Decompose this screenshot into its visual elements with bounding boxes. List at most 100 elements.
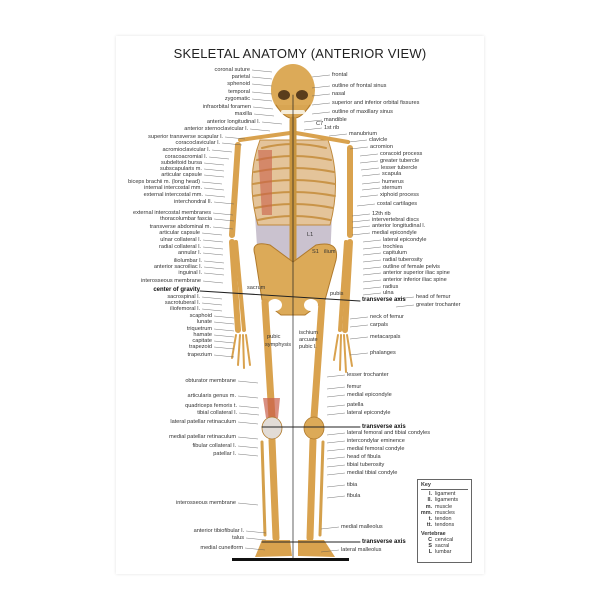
left-label: iliofemoral l. bbox=[170, 306, 200, 312]
leader-line bbox=[202, 280, 224, 284]
right-label: mandible bbox=[324, 117, 347, 123]
leader-line bbox=[362, 286, 382, 290]
center-label: pubis bbox=[330, 291, 344, 297]
center-label: sacrum bbox=[247, 285, 266, 291]
leader-line bbox=[326, 484, 346, 488]
leader-line bbox=[326, 412, 346, 416]
center-label: symphysis bbox=[265, 342, 292, 348]
right-label: lateral epicondyle bbox=[383, 237, 427, 243]
key-abbr: t. bbox=[428, 516, 432, 523]
leader-line bbox=[326, 394, 346, 398]
quadriceps-tendon bbox=[263, 398, 280, 418]
key-abbr: mm. bbox=[420, 509, 432, 516]
leader-line bbox=[251, 69, 273, 73]
leader-line bbox=[362, 246, 382, 250]
leader-line bbox=[395, 304, 415, 308]
leader-line bbox=[356, 203, 376, 207]
right-label: clavicle bbox=[369, 137, 388, 143]
key-abbr: l. bbox=[429, 491, 432, 497]
key-meaning: ligament bbox=[435, 491, 456, 497]
leader-line bbox=[237, 453, 259, 457]
leader-line bbox=[201, 296, 223, 300]
right-label: outline of maxillary sinus bbox=[332, 109, 393, 115]
right-label: fibula bbox=[347, 493, 361, 499]
leader-line bbox=[359, 153, 379, 157]
left-label: external intercostal membranes bbox=[132, 210, 211, 216]
left-label: acromioclavicular l. bbox=[162, 147, 210, 153]
key-abbr: L bbox=[428, 549, 432, 556]
center-label: arcuate bbox=[299, 337, 318, 343]
leader-line bbox=[311, 93, 331, 97]
left-label: center of gravity bbox=[153, 287, 200, 293]
right-label: C7 bbox=[316, 121, 324, 127]
left-label: iliolumbar l. bbox=[173, 258, 202, 264]
leader-line bbox=[204, 194, 226, 198]
leader-line bbox=[311, 102, 331, 106]
leader-lines bbox=[201, 69, 415, 553]
leader-line bbox=[237, 421, 259, 425]
left-label: inguinal l. bbox=[178, 270, 202, 276]
key-abbr: tt. bbox=[426, 522, 432, 529]
leader-line bbox=[320, 549, 340, 553]
leader-line bbox=[326, 404, 346, 408]
leader-line bbox=[245, 530, 267, 534]
left-label: transverse abdominal m. bbox=[149, 224, 211, 230]
leader-line bbox=[326, 448, 346, 452]
leader-line bbox=[202, 252, 224, 256]
right-label: medial femoral condyle bbox=[347, 446, 405, 452]
leader-line bbox=[326, 464, 346, 468]
leader-line bbox=[237, 445, 259, 449]
leader-line bbox=[203, 260, 225, 264]
right-label: metacarpals bbox=[370, 334, 401, 340]
right-label: greater tubercle bbox=[380, 158, 420, 164]
left-label: coronal suture bbox=[214, 67, 250, 73]
key-meaning: sacral bbox=[435, 543, 450, 550]
right-label: nasal bbox=[332, 91, 346, 97]
leader-line bbox=[351, 232, 371, 236]
leader-line bbox=[349, 352, 369, 356]
leader-line bbox=[203, 174, 225, 178]
center-label: L1 bbox=[307, 232, 314, 238]
key-meaning: muscles bbox=[435, 509, 455, 516]
right-label: medial malleolus bbox=[341, 524, 383, 530]
key-meaning: cervical bbox=[435, 536, 454, 543]
left-label: articular capsule bbox=[161, 172, 202, 178]
leader-line bbox=[362, 266, 382, 270]
leader-line bbox=[221, 142, 243, 146]
left-label: anterior tibiofibular l. bbox=[193, 528, 244, 534]
leader-line bbox=[326, 374, 346, 378]
arm-bones bbox=[229, 142, 353, 333]
left-orbit bbox=[278, 90, 290, 100]
right-label: scapula bbox=[382, 171, 402, 177]
key-row: l.ligament bbox=[418, 491, 471, 497]
right-label: intercondylar eminence bbox=[347, 438, 405, 444]
leader-line bbox=[349, 146, 369, 150]
left-label: interosseous membrane bbox=[140, 278, 201, 284]
leader-line bbox=[203, 272, 225, 276]
transverse-axis-lines bbox=[199, 290, 361, 543]
leader-line bbox=[251, 98, 273, 102]
right-label: transverse axis bbox=[362, 424, 406, 430]
leader-line bbox=[351, 219, 371, 223]
leader-line bbox=[203, 187, 225, 191]
right-knee bbox=[303, 416, 325, 440]
left-label: interosseous membrane bbox=[175, 500, 236, 506]
leader-line bbox=[203, 266, 225, 270]
leader-line bbox=[213, 315, 235, 319]
right-label: patella bbox=[347, 402, 364, 408]
intercostal-muscles bbox=[258, 150, 272, 215]
left-label: zygomatic bbox=[224, 96, 250, 102]
right-label: anterior inferior iliac spine bbox=[383, 277, 447, 283]
right-label: 12th rib bbox=[372, 211, 391, 217]
right-label: greater trochanter bbox=[416, 302, 461, 308]
right-label: lateral femoral and tibial condyles bbox=[347, 430, 431, 436]
right-label: intervertebral discs bbox=[372, 217, 419, 223]
right-label: transverse axis bbox=[362, 297, 406, 303]
leader-line bbox=[201, 232, 223, 236]
right-label: tibia bbox=[347, 482, 358, 488]
key-meaning: muscle bbox=[435, 503, 453, 510]
left-label: thoracolumbar fascia bbox=[160, 216, 212, 222]
page-title: SKELETAL ANATOMY (ANTERIOR VIEW) bbox=[173, 46, 427, 61]
